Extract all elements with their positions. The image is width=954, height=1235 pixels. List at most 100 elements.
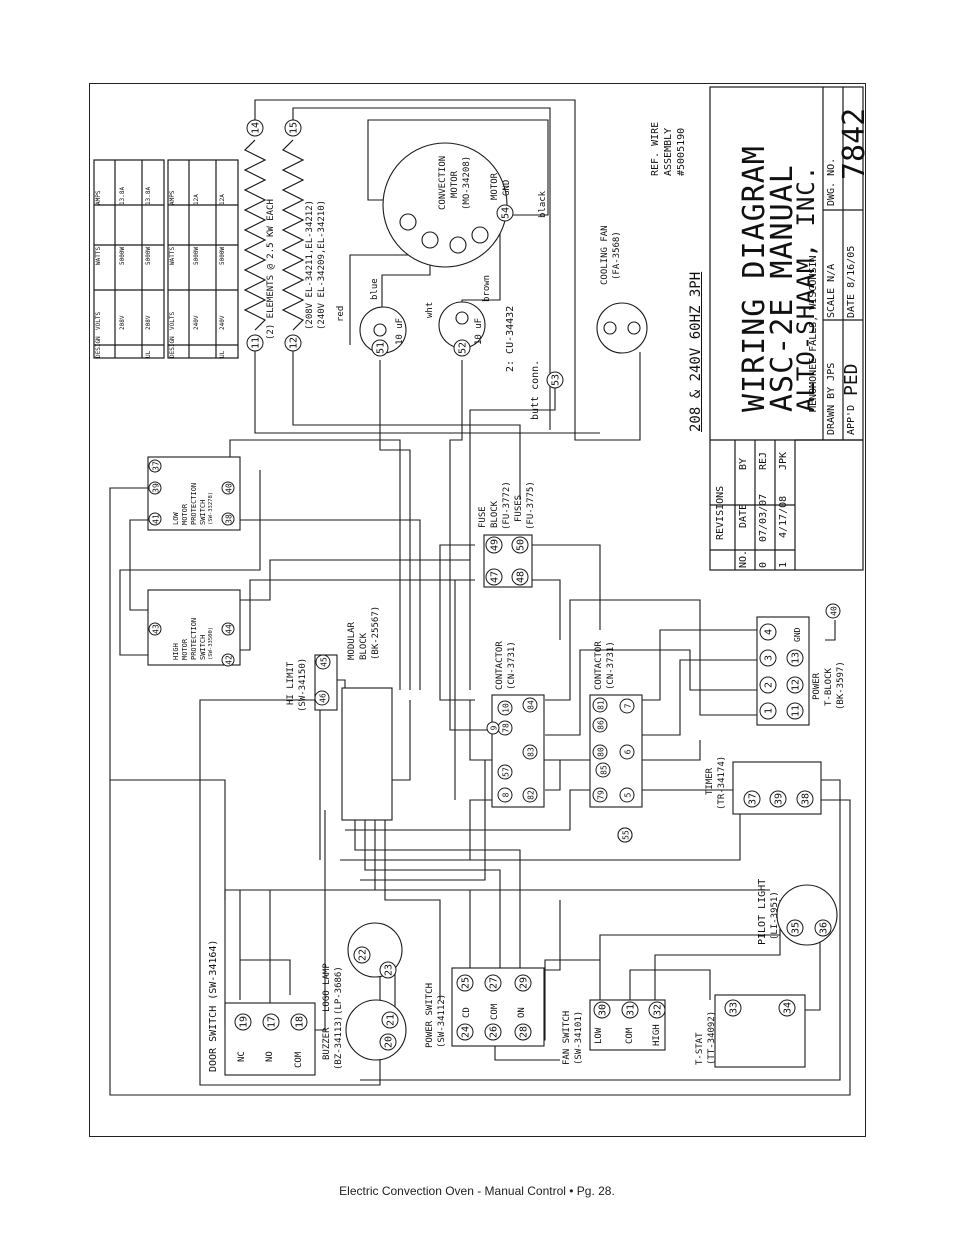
terminal-number: 28 xyxy=(519,1026,530,1038)
contactor-2-label-1: CONTACTOR xyxy=(594,641,604,690)
terminal-node xyxy=(290,1013,308,1031)
terminal-node xyxy=(759,702,777,720)
scale: SCALE N/A xyxy=(826,263,837,318)
terminal-node xyxy=(522,697,538,713)
cap2-value: 10 uF xyxy=(474,317,484,345)
terminal-node xyxy=(619,787,635,803)
rt1-r1-design: UL xyxy=(145,350,152,358)
terminal-number: 36 xyxy=(819,922,830,934)
rev-row-0-no: 0 xyxy=(758,561,769,568)
rt2-r0-watts: 5000W xyxy=(193,246,200,265)
terminal-node xyxy=(546,371,564,389)
cooling-fan-2: (FA-3568) xyxy=(612,231,622,280)
low-switch-2: MOTOR xyxy=(181,503,189,525)
terminal-number: 20 xyxy=(384,1036,395,1048)
terminal-number: 37 xyxy=(152,461,161,471)
terminal-node xyxy=(778,999,796,1017)
terminal-number: 83 xyxy=(527,747,536,757)
terminal-node xyxy=(759,649,777,667)
black-wire-label: black xyxy=(538,190,548,218)
terminal-node xyxy=(234,1013,252,1031)
high-switch-1: HIGH xyxy=(172,643,180,660)
gnd-label: GND xyxy=(793,627,802,642)
terminal-node xyxy=(796,790,814,808)
terminal-number: 84 xyxy=(527,700,536,710)
contactor-2-label-2: (CN-3731) xyxy=(606,641,616,690)
modular-block-2: BLOCK xyxy=(359,632,369,660)
motor-gnd-2: GND xyxy=(502,179,512,196)
buzzer-1: BUZZER xyxy=(322,1027,332,1060)
ps-com: COM xyxy=(490,1003,500,1020)
terminal-node xyxy=(379,1033,397,1051)
terminal-number: 13 xyxy=(791,652,802,664)
terminal-number: 45 xyxy=(320,657,329,667)
terminal-number: 18 xyxy=(295,1016,306,1028)
rt2-h-design: DESIGN xyxy=(169,336,176,358)
terminal-node xyxy=(486,721,500,735)
door-com: COM xyxy=(294,1051,304,1068)
blue-wire-label: blue xyxy=(370,278,380,300)
terminal-node xyxy=(221,481,235,495)
power-switch-1: POWER SWITCH xyxy=(425,982,435,1048)
terminal-node xyxy=(814,919,832,937)
power-tblock-2: T-BLOCK xyxy=(824,668,834,706)
terminal-node xyxy=(619,698,635,714)
rt2-r1-watts: 5000W xyxy=(219,246,226,265)
terminal-node xyxy=(759,623,777,641)
ps-on: ON xyxy=(517,1007,527,1018)
tstat-2: (TT-34092) xyxy=(707,1010,717,1065)
terminal-node xyxy=(497,764,513,780)
terminal-number: 40 xyxy=(830,606,839,616)
terminal-node xyxy=(371,339,389,357)
low-switch-5: (SW-33278) xyxy=(208,491,214,525)
terminal-number: 2 xyxy=(764,682,775,688)
terminal-node xyxy=(617,827,633,843)
terminal-node xyxy=(484,974,502,992)
terminal-node xyxy=(621,1001,639,1019)
high-switch-3: PROTECTION xyxy=(190,617,198,660)
dwg-number: 7842 xyxy=(837,107,872,180)
high-switch-2: MOTOR xyxy=(181,638,189,660)
cap1-value: 10 uF xyxy=(395,317,405,345)
node-markers xyxy=(148,119,841,1051)
terminal-number: 51 xyxy=(376,342,387,354)
terminal-number: 78 xyxy=(502,723,511,733)
terminal-node xyxy=(522,787,538,803)
revisions-heading: REVISIONS xyxy=(715,485,726,540)
rt2-h-watts: WATTS xyxy=(169,246,176,265)
company-location: MENOMONEE FALLS, WISCONSIN xyxy=(808,255,819,412)
terminal-number: 22 xyxy=(358,949,369,961)
pilot-light-2: (LI-3951) xyxy=(770,891,780,940)
fuse-block-3: (FU-3772) xyxy=(502,481,512,530)
rt1-r1-amps: 13.8A xyxy=(145,186,152,205)
page-footer: Electric Convection Oven - Manual Contro… xyxy=(339,1184,615,1198)
terminal-node xyxy=(511,568,529,586)
terminal-number: 33 xyxy=(729,1002,740,1014)
cu-label: 2: CU-34432 xyxy=(505,305,516,372)
motor-gnd-1: MOTOR xyxy=(490,172,500,200)
terminal-number: 46 xyxy=(319,693,328,703)
brown-wire-label: brown xyxy=(482,274,492,302)
low-switch-4: SWITCH xyxy=(199,499,207,525)
terminal-node xyxy=(522,744,538,760)
tstat-1: T-STAT xyxy=(695,1032,705,1065)
contactor-1-label-1: CONTACTOR xyxy=(495,641,505,690)
terminal-node xyxy=(724,999,742,1017)
terminal-number: 44 xyxy=(225,624,234,634)
rt1-r1-volts: 208V xyxy=(145,315,152,330)
rt2-h-amps: AMPS xyxy=(169,190,176,205)
terminal-node xyxy=(496,204,514,222)
terminal-number: 9 xyxy=(490,725,499,730)
terminal-number: 49 xyxy=(490,539,501,551)
rev-row-0-date: 07/03/07 xyxy=(758,493,769,542)
terminal-node xyxy=(262,1013,280,1031)
drawn-by: DRAWN BY JPS xyxy=(826,362,837,435)
conv-motor-1: CONVECTION xyxy=(438,155,448,210)
terminal-number: 38 xyxy=(225,514,234,524)
terminal-number: 19 xyxy=(239,1016,250,1028)
power-tblock-1: POWER xyxy=(812,672,822,700)
terminal-node xyxy=(221,622,235,636)
terminal-number: 82 xyxy=(527,790,536,800)
elements-240: (240V EL-34209,EL-34210) xyxy=(317,199,327,330)
door-no: NO xyxy=(265,1051,275,1062)
